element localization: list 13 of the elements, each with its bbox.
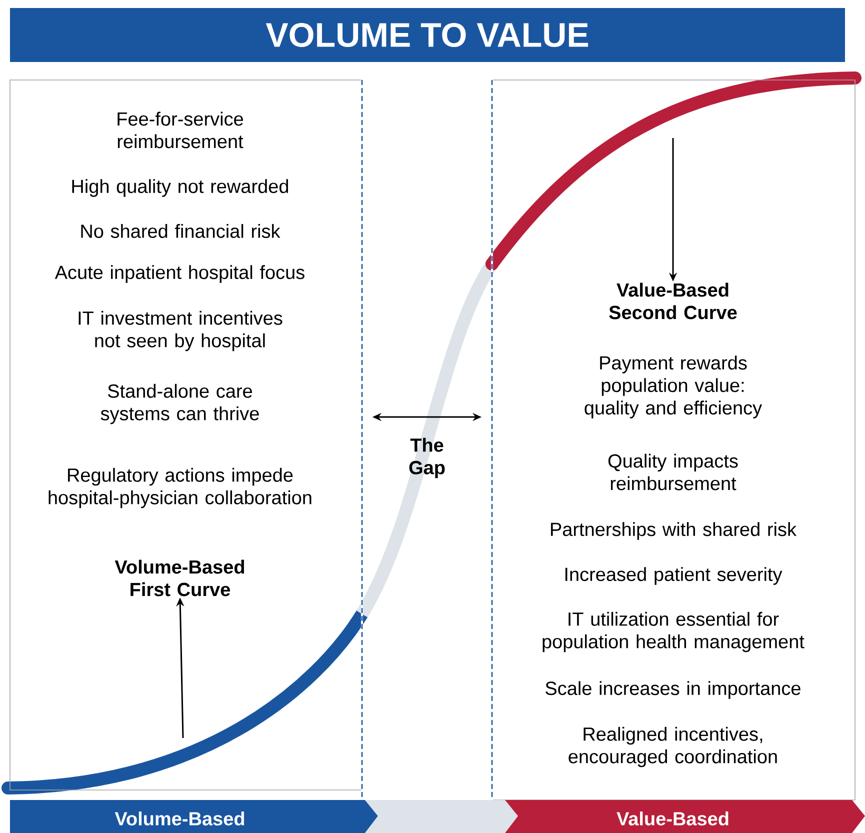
bullet-text: Realigned incentives, encouraged coordination [568, 726, 777, 768]
chevron-band: Value-Based [505, 800, 865, 833]
bullet-text: Payment rewards population value: quality and efficiency [584, 356, 762, 418]
title-banner: VOLUME TO VALUE [10, 8, 845, 62]
chevron-band: Volume-Based [10, 800, 378, 833]
bullet-text: Quality impacts reimbursement [608, 454, 738, 490]
bullet-text: Scale increases in importance [546, 681, 800, 699]
bullet-text: IT utilization essential for population health management [542, 612, 804, 652]
bullet-text: Increased patient severity [565, 567, 782, 585]
bullet-text: Partnerships with shared risk [551, 522, 797, 540]
curve-heading: Value-Based Second Curve [609, 282, 737, 320]
chevron-band [365, 800, 518, 833]
edge-label: The Gap [409, 438, 445, 478]
